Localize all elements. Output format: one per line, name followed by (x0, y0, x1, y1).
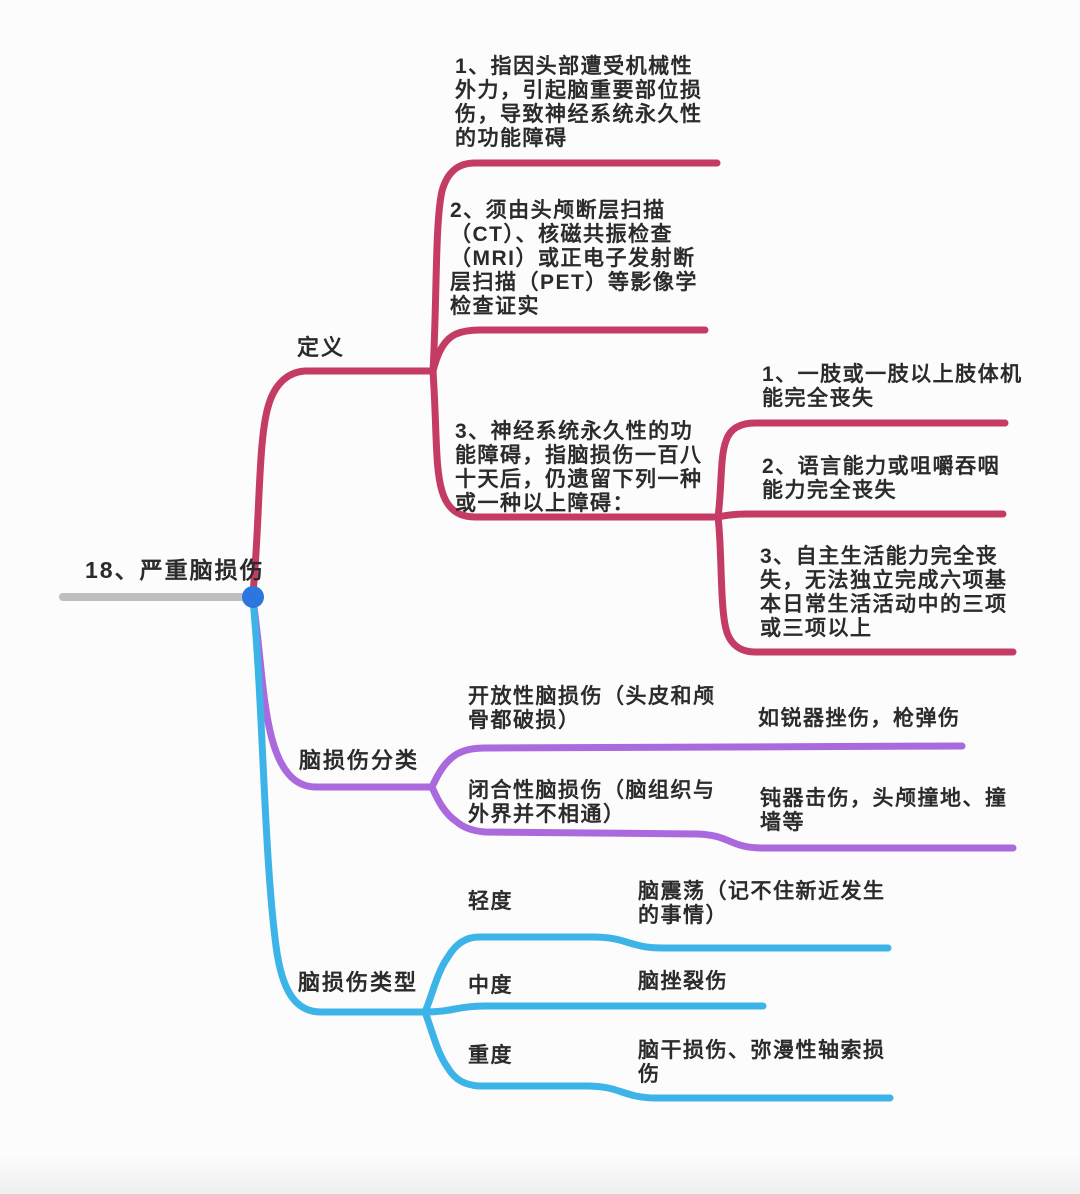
definition-sub1-text: 1、一肢或一肢以上肢体机 能完全丧失 (762, 363, 1023, 410)
definition-item2-text: 2、须由头颅断层扫描 （CT）、核磁共振检查 （MRI）或正电子发射断 层扫描（… (450, 199, 698, 318)
types-branch-label: 脑损伤类型 (298, 970, 419, 995)
classification-branch-label: 脑损伤分类 (299, 748, 420, 773)
definition-item1-line (429, 159, 721, 375)
definition-trunk-line (249, 367, 437, 597)
root-junction-dot (242, 586, 264, 608)
definition-sub3-line (714, 513, 1017, 656)
types-branch-lines (249, 596, 894, 1102)
root-node-label: 18、严重脑损伤 (85, 557, 265, 583)
types-trunk-line (249, 596, 429, 1016)
classification-closed-example-text: 钝器击伤，头颅撞地、撞 墙等 (760, 787, 1008, 834)
types-severe-line (421, 1008, 894, 1102)
definition-sub1-line (714, 419, 1009, 521)
classification-closed-text: 闭合性脑损伤（脑组织与 外界并不相通） (468, 779, 716, 826)
definition-item2-line (429, 326, 709, 375)
definition-item1-text: 1、指因头部遭受机械性 外力，引起脑重要部位损 伤，导致神经系统永久性 的功能障… (455, 55, 703, 150)
definition-sub3-text: 3、自主生活能力完全丧 失，无法独立完成六项基 本日常生活活动中的三项 或三项以… (760, 545, 1008, 640)
types-mild-label: 轻度 (468, 890, 513, 913)
types-mild-line (421, 933, 892, 1016)
types-moderate-line (421, 1002, 767, 1016)
definition-item3-line (429, 367, 722, 521)
definition-branch-label: 定义 (297, 335, 346, 360)
classification-closed-line (428, 783, 1017, 852)
classification-open-line (428, 742, 966, 791)
types-moderate-desc-text: 脑挫裂伤 (638, 970, 728, 993)
definition-sub2-line (714, 510, 1007, 521)
definition-branch-lines (249, 159, 1017, 656)
types-mild-desc-text: 脑震荡（记不住新近发生 的事情） (638, 880, 886, 927)
definition-sub2-text: 2、语言能力或咀嚼吞咽 能力完全丧失 (762, 455, 1001, 502)
classification-open-text: 开放性脑损伤（头皮和颅 骨都破损） (468, 685, 716, 732)
definition-item3-text: 3、神经系统永久性的功 能障碍，指脑损伤一百八 十天后，仍遗留下列一种 或一种以… (455, 420, 703, 515)
types-severe-desc-text: 脑干损伤、弥漫性轴索损 伤 (638, 1039, 886, 1086)
types-severe-label: 重度 (468, 1044, 513, 1067)
types-moderate-label: 中度 (468, 974, 513, 997)
classification-open-example-text: 如锐器挫伤，枪弹伤 (758, 707, 961, 730)
